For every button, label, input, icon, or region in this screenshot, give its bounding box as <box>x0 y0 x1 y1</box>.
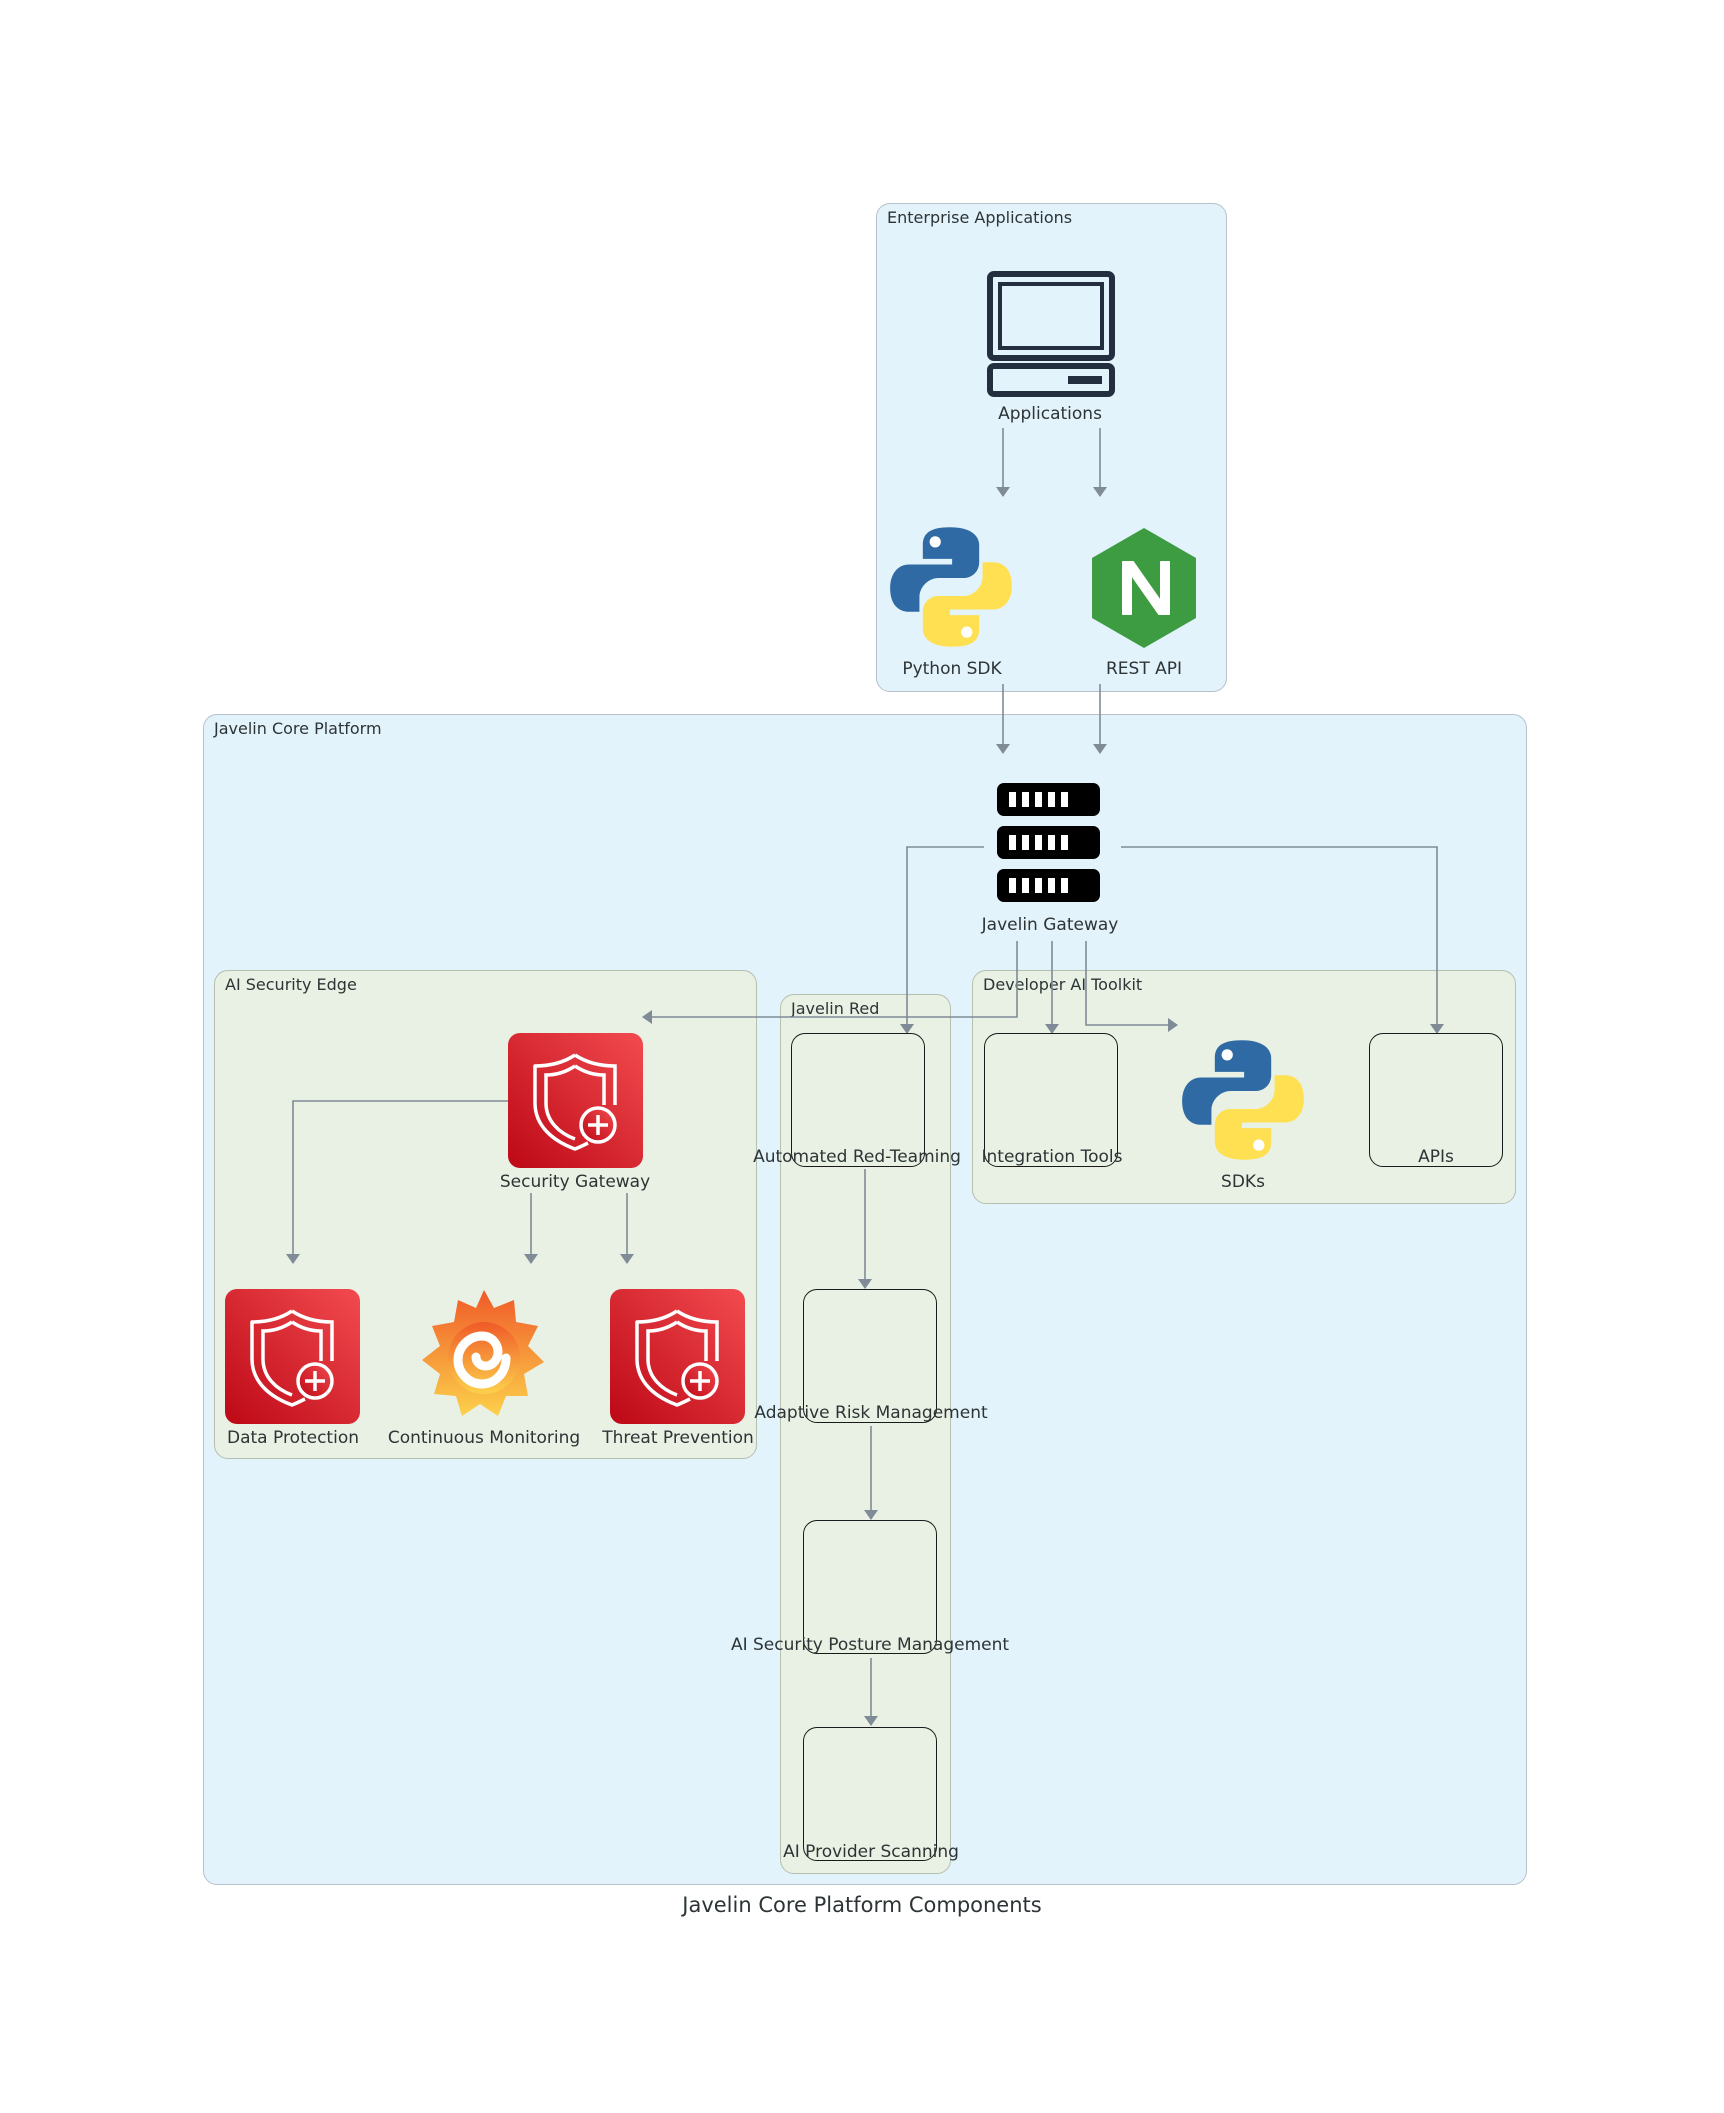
edge-security-gateway-data-protection <box>286 1100 508 1264</box>
node-label-security-gateway: Security Gateway <box>499 1172 651 1192</box>
node-label-data-protection: Data Protection <box>227 1428 359 1448</box>
python-icon <box>889 525 1013 649</box>
node-box-ai-provider-scanning <box>803 1727 937 1861</box>
node-box-ai-security-posture-management <box>803 1520 937 1654</box>
node-label-ai-provider-scanning: AI Provider Scanning <box>783 1842 959 1862</box>
node-box-adaptive-risk-management <box>803 1289 937 1423</box>
node-label-automated-red-teaming: Automated Red-Teaming <box>753 1147 961 1167</box>
shield-icon <box>610 1289 745 1424</box>
node-box-apis <box>1369 1033 1503 1167</box>
cluster-label: Javelin Core Platform <box>214 719 382 738</box>
edge-gateway-apis <box>1121 846 1444 1034</box>
node-label-rest-api: REST API <box>1105 659 1183 679</box>
node-label-adaptive-risk-management: Adaptive Risk Management <box>754 1403 988 1423</box>
node-label-javelin-gateway: Javelin Gateway <box>981 915 1119 935</box>
grafana-icon <box>422 1290 544 1416</box>
node-box-automated-red-teaming <box>791 1033 925 1167</box>
laptop-icon <box>987 271 1115 397</box>
server-rack-icon <box>997 783 1100 902</box>
node-box-integration-tools <box>984 1033 1118 1167</box>
cluster-label: Enterprise Applications <box>887 208 1073 227</box>
edge-gateway-security-gateway <box>642 941 1018 1024</box>
node-label-sdks: SDKs <box>1221 1172 1265 1192</box>
node-label-applications: Applications <box>998 404 1102 424</box>
node-label-ai-security-posture-management: AI Security Posture Management <box>730 1635 1010 1655</box>
cluster-label: AI Security Edge <box>225 975 357 994</box>
node-label-continuous-monitoring: Continuous Monitoring <box>387 1428 581 1448</box>
edge-gateway-sdks <box>1085 941 1178 1032</box>
node-label-python-sdk: Python SDK <box>902 659 1002 679</box>
shield-icon <box>225 1289 360 1424</box>
diagram-caption: Javelin Core Platform Components <box>682 1893 1042 1917</box>
cluster-label: Developer AI Toolkit <box>983 975 1143 994</box>
nginx-icon <box>1092 528 1196 648</box>
node-label-integration-tools: Integration Tools <box>981 1147 1123 1167</box>
edge-gateway-red-teaming <box>900 846 984 1034</box>
python-icon <box>1181 1038 1305 1162</box>
node-label-apis: APIs <box>1418 1147 1454 1167</box>
node-label-threat-prevention: Threat Prevention <box>602 1428 754 1448</box>
cluster-label: Javelin Red <box>791 999 880 1018</box>
shield-icon <box>508 1033 643 1168</box>
